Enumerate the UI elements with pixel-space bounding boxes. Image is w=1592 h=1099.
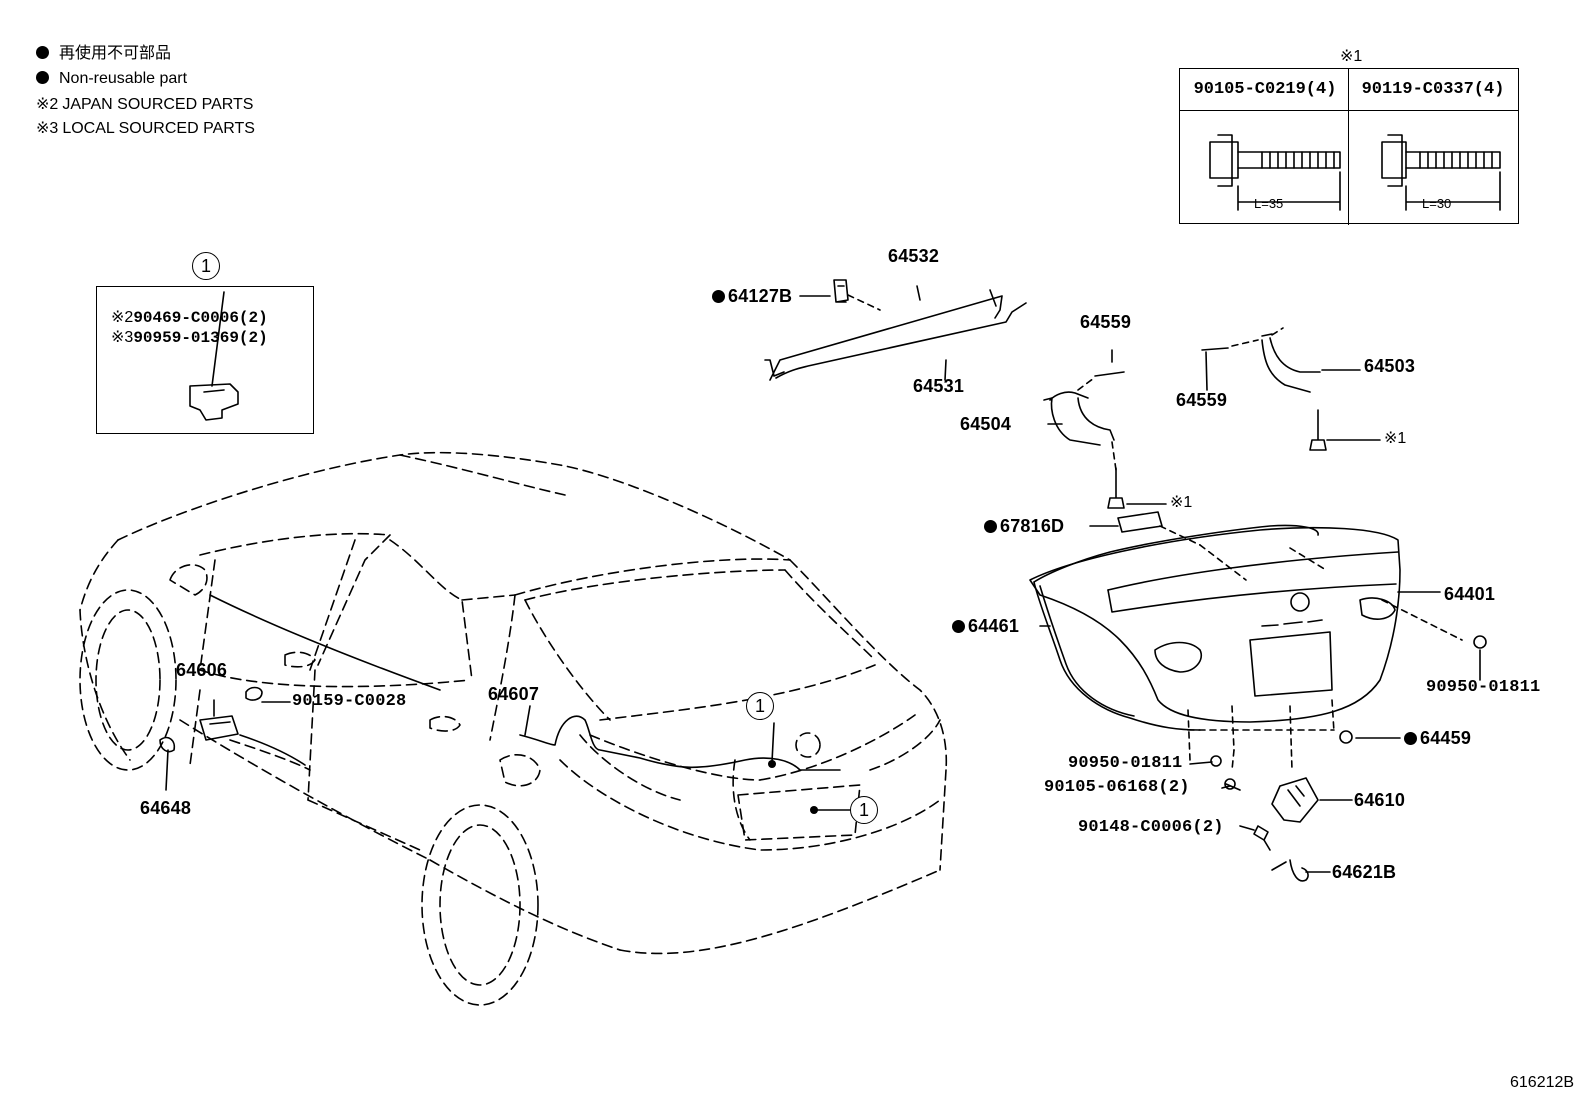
part-label-90148-C0006[interactable]: 90148-C0006(2) — [1078, 818, 1224, 837]
part-label-64559-right[interactable]: 64559 — [1176, 390, 1228, 410]
part-label-64127B[interactable]: 64127B — [712, 286, 792, 306]
non-reusable-dot-icon — [1404, 732, 1417, 745]
part-label-90950-01811-left[interactable]: 90950-01811 — [1068, 754, 1183, 773]
non-reusable-dot-icon — [36, 46, 49, 59]
part-label-90159-C0028[interactable]: 90159-C0028 — [292, 692, 407, 711]
bolt-drawings — [1209, 134, 1501, 211]
part-label-90950-01811-right[interactable]: 90950-01811 — [1426, 678, 1541, 697]
part-label-64648[interactable]: 64648 — [140, 798, 192, 818]
bolt-length-2: L=30 — [1422, 196, 1452, 211]
ref-mark-bolt-right: ※1 — [1384, 430, 1407, 447]
non-reusable-dot-icon — [984, 520, 997, 533]
figure-code: 616212B — [1510, 1074, 1575, 1091]
legend-text-non-reusable: Non-reusable part — [59, 70, 188, 87]
bolt-table: 90105-C0219(4) 90119-C0337(4) L=35 L=30 — [1179, 68, 1519, 225]
part-label-67816D[interactable]: 67816D — [984, 516, 1064, 536]
part-number[interactable]: 90469-C0006(2) — [133, 309, 268, 327]
bolt-table-header-1[interactable]: 90105-C0219(4) — [1180, 69, 1350, 111]
non-reusable-dot-icon — [952, 620, 965, 633]
lock-64610 — [1271, 777, 1319, 823]
trunk-lid-64401 — [1029, 526, 1401, 723]
part-label-64610[interactable]: 64610 — [1354, 790, 1406, 810]
part-number: 64127B — [728, 286, 793, 306]
light-switch-64606 — [199, 715, 239, 741]
clip-64127B — [833, 279, 849, 303]
part-number: 64459 — [1420, 728, 1472, 748]
part-label-64503[interactable]: 64503 — [1364, 356, 1416, 376]
part-label-64532[interactable]: 64532 — [888, 246, 940, 266]
leader-lines — [165, 285, 1481, 873]
non-reusable-dot-icon — [712, 290, 725, 303]
part-number[interactable]: 90959-01369(2) — [133, 329, 268, 347]
bolt-table-header-2[interactable]: 90119-C0337(4) — [1348, 69, 1518, 111]
caution-label-67816D — [1117, 511, 1163, 533]
inset-callout-circle: 1 — [192, 252, 220, 280]
non-reusable-dot-icon — [36, 71, 49, 84]
part-label-64504[interactable]: 64504 — [960, 414, 1012, 434]
legend-text-japan-sourced: JAPAN SOURCED PARTS — [62, 96, 254, 113]
callout-circle-upper: 1 — [746, 692, 774, 720]
legend-japanese: 再使用不可部品 — [36, 42, 171, 66]
striker-64621B — [1289, 859, 1309, 882]
part-label-64606[interactable]: 64606 — [176, 660, 228, 680]
callout-circle-lower: 1 — [850, 796, 878, 824]
weatherstrip-64461 — [1033, 524, 1319, 583]
part-label-64607[interactable]: 64607 — [488, 684, 540, 704]
harness-64607 — [519, 715, 841, 771]
part-number: 67816D — [1000, 516, 1065, 536]
wire-64532 — [769, 295, 1003, 381]
bolt-length-1: L=35 — [1254, 196, 1284, 211]
part-label-64459[interactable]: 64459 — [1404, 728, 1471, 748]
inset-row-1: ※290469-C0006(2) — [111, 309, 268, 327]
reference-mark: ※2 — [111, 309, 134, 326]
reference-mark: ※3 — [111, 329, 134, 346]
part-label-64531[interactable]: 64531 — [913, 376, 965, 396]
vehicle-outline — [79, 451, 948, 1006]
hinge-64504 — [1049, 391, 1115, 446]
legend-text-japanese: 再使用不可部品 — [59, 45, 172, 62]
part-label-90105-06168[interactable]: 90105-06168(2) — [1044, 778, 1190, 797]
legend-text-local-sourced: LOCAL SOURCED PARTS — [62, 120, 255, 137]
bolt-table-mark: ※1 — [1340, 48, 1363, 65]
reference-mark: ※2 — [36, 96, 59, 113]
inset-detail-box: ※290469-C0006(2) ※390959-01369(2) — [96, 286, 314, 434]
part-label-64621B[interactable]: 64621B — [1332, 862, 1397, 882]
reference-mark: ※3 — [36, 120, 59, 137]
ref-mark-bolt-left: ※1 — [1170, 494, 1193, 511]
inset-row-2: ※390959-01369(2) — [111, 329, 268, 347]
part-label-64461[interactable]: 64461 — [952, 616, 1019, 636]
part-label-64401[interactable]: 64401 — [1444, 584, 1496, 604]
part-label-64559-left[interactable]: 64559 — [1080, 312, 1132, 332]
part-number: 64461 — [968, 616, 1020, 636]
wire-64531 — [775, 302, 1027, 379]
hinge-64503 — [1261, 337, 1321, 393]
legend-non-reusable: Non-reusable part — [36, 67, 187, 91]
molding-line — [209, 594, 441, 691]
